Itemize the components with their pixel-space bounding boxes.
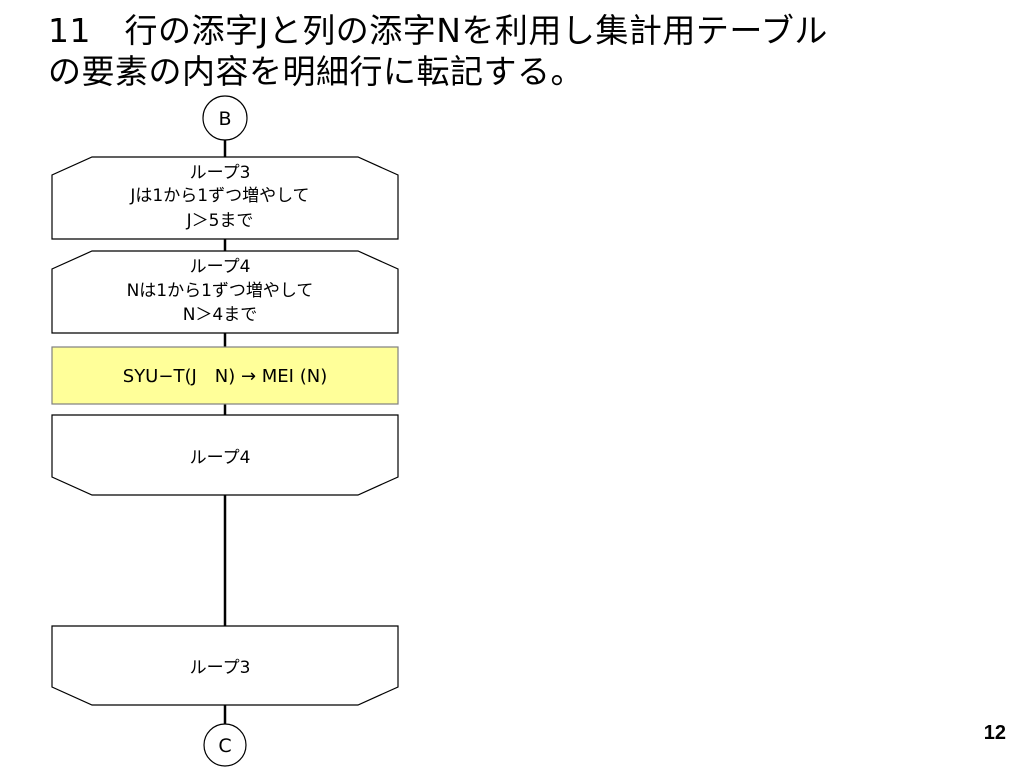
- connector-b-label: B: [218, 108, 231, 130]
- slide-title: 11 行の添字Jと列の添字Nを利用し集計用テーブル の要素の内容を明細行に転記す…: [48, 10, 1008, 92]
- connector-c: C: [203, 723, 247, 767]
- loop3-start-line-2: Jは1から1ずつ増やして: [129, 186, 309, 206]
- loop3-end-label: ループ3: [190, 658, 251, 678]
- slide-title-line-2: の要素の内容を明細行に転記する。: [48, 52, 584, 91]
- loop4-start-line-1: ループ4: [190, 257, 251, 277]
- connector-b: B: [202, 95, 248, 141]
- process-box: SYU−T(J N) → MEI (N): [51, 346, 399, 405]
- connector-c-label: C: [218, 735, 231, 757]
- page-number: 12: [983, 722, 1006, 744]
- loop4-start-line-2: Nは1から1ずつ増やして: [127, 281, 314, 301]
- loop4-end-shape: ループ4: [51, 414, 399, 496]
- loop3-end-shape: ループ3: [51, 625, 399, 706]
- loop3-start-line-3: J＞5まで: [186, 211, 254, 231]
- process-label: SYU−T(J N) → MEI (N): [123, 366, 327, 387]
- loop4-end-label: ループ4: [190, 448, 251, 468]
- slide-title-line-1: 11 行の添字Jと列の添字Nを利用し集計用テーブル: [48, 11, 828, 50]
- loop4-start-shape: ループ4 Nは1から1ずつ増やして N＞4まで: [51, 250, 399, 334]
- loop3-start-line-1: ループ3: [190, 163, 251, 183]
- loop4-start-line-3: N＞4まで: [183, 305, 258, 325]
- loop3-start-shape: ループ3 Jは1から1ずつ増やして J＞5まで: [51, 156, 399, 240]
